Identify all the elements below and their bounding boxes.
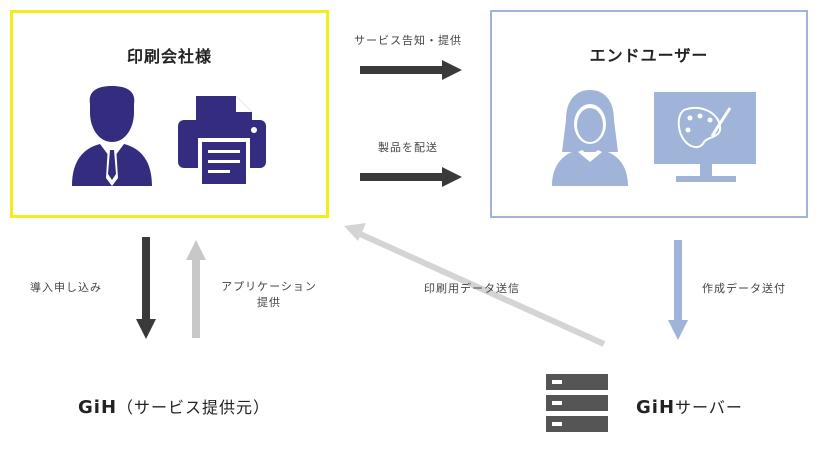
business-person-icon (72, 86, 152, 186)
arrow-deliver-product (360, 167, 462, 187)
gih-server-suffix: サーバー (675, 398, 743, 417)
label-apply-intro: 導入申し込み (30, 281, 102, 294)
gih-provider-label: GiH（サービス提供元） (78, 394, 270, 418)
printer-company-title: 印刷会社様 (126, 47, 212, 66)
arrow-create-data-send (668, 240, 688, 340)
arrow-service-notice (360, 60, 462, 80)
gih-provider-brand: GiH (78, 397, 118, 418)
label-app-provide-line2: 提供 (257, 296, 281, 309)
end-user-title: エンドユーザー (589, 46, 709, 65)
printer-icon (178, 96, 266, 186)
gih-provider-suffix: （サービス提供元） (117, 398, 271, 417)
label-create-data-send: 作成データ送付 (702, 282, 786, 295)
arrow-print-data-send (344, 223, 606, 347)
label-deliver-product: 製品を配送 (378, 141, 438, 154)
gih-server-label: GiHサーバー (636, 394, 743, 418)
label-service-notice: サービス告知・提供 (354, 34, 462, 47)
printer-company-box: 印刷会社様 (10, 10, 329, 218)
server-icon (546, 374, 608, 432)
gih-server-brand: GiH (636, 397, 676, 418)
monitor-paint-icon (654, 92, 756, 182)
woman-user-icon (552, 90, 628, 186)
arrow-app-provide (186, 240, 206, 338)
label-print-data-send: 印刷用データ送信 (424, 282, 520, 295)
arrow-apply-intro (136, 237, 156, 339)
label-app-provide-line1: アプリケーション (221, 280, 317, 293)
end-user-box: エンドユーザー (490, 10, 808, 218)
